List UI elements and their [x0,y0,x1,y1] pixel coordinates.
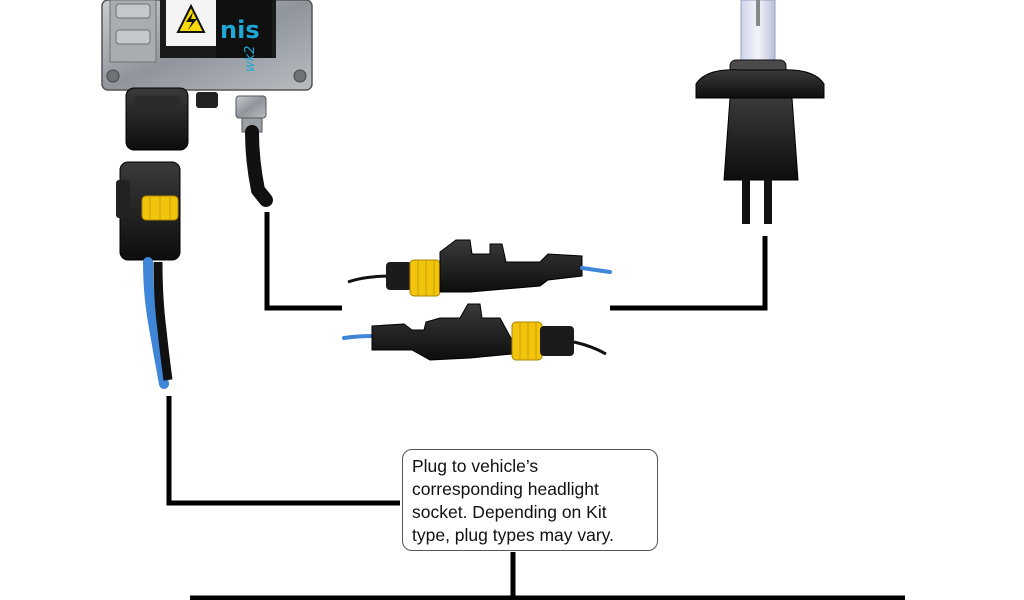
callout-box: Plug to vehicle’s corresponding headligh… [402,449,658,551]
bullet-connector-upper [347,239,612,297]
hid-bulb [695,0,825,224]
bullet-connector-lower [342,303,607,361]
ballast-power-connector [125,87,218,151]
leader-harness-plug [166,396,400,506]
ballast-unit: nis wk2 [101,0,313,91]
callout-text: Plug to vehicle’s corresponding headligh… [412,456,614,545]
ballast-model-text: wk2 [243,46,258,72]
ballast-output-connector [235,95,273,207]
ballast-brand-text: nis [220,16,260,44]
leader-lines [166,212,905,600]
leader-bulb [610,236,768,311]
high-voltage-warning-icon [176,3,206,33]
vehicle-harness-plug [116,161,181,389]
leader-ballast-output [264,212,342,311]
